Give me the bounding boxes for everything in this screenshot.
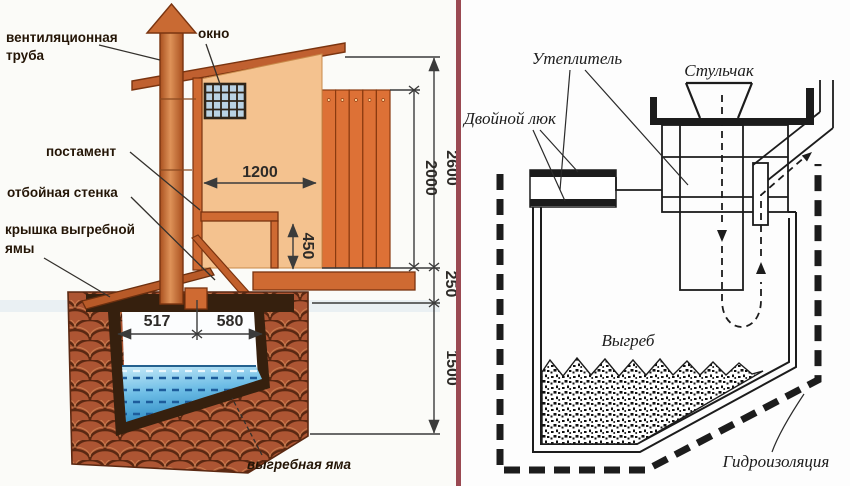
airflow-arrows: [717, 152, 812, 274]
pedestal: [200, 211, 279, 269]
arrow-down-icon: [717, 230, 727, 242]
leader-lines: [43, 43, 263, 456]
double-hatch: [529, 169, 617, 208]
dim-250: 250: [442, 271, 456, 298]
dim-2600: 2600: [443, 150, 456, 186]
label-pit-cover-2: ямы: [5, 241, 34, 256]
window: [203, 82, 247, 120]
arrow-up-icon: [756, 262, 766, 274]
dim-580: 580: [217, 313, 244, 330]
dim-517: 517: [144, 313, 171, 330]
rear-wall-planks: [321, 89, 391, 269]
dim-1200: 1200: [242, 164, 278, 181]
label-double-hatch: Двойной люк: [462, 109, 557, 128]
floor-band: [252, 271, 416, 291]
label-cesspool-pit: выгребная яма: [247, 457, 351, 472]
waterproofing-border: [496, 164, 822, 474]
dim-1500: 1500: [443, 350, 456, 386]
pane-divider: [456, 0, 461, 486]
dimensions: [117, 56, 440, 435]
corner-post: [192, 77, 203, 271]
ventilation-pipe: [145, 2, 198, 305]
vent-duct: [752, 80, 834, 226]
outhouse-section-svg: 1200 450 517 580 2600 2000 250 1500 вент…: [0, 2, 456, 474]
dim-450: 450: [299, 233, 316, 260]
label-cesspool: Выгреб: [602, 331, 655, 350]
hatch-lid-top: [530, 170, 616, 177]
label-toilet-seat: Стульчак: [684, 61, 755, 80]
dim-2000: 2000: [422, 160, 439, 196]
pipe-arrow-cap: [145, 2, 198, 34]
label-vent-pipe: вентиляционная: [6, 30, 118, 45]
label-waterproofing: Гидроизоляция: [722, 452, 830, 471]
plank-nails: [327, 98, 385, 102]
label-pedestal: постамент: [46, 144, 116, 159]
label-window: окно: [198, 26, 229, 41]
sludge: [541, 356, 764, 445]
arrow-out-icon: [801, 152, 812, 162]
pipe-footing: [184, 287, 208, 310]
hatch-ledge: [615, 177, 662, 191]
airflow-dashes: [721, 95, 807, 328]
seat-funnel: [684, 81, 754, 119]
right-leader-lines: [532, 69, 805, 453]
seat-platform: [650, 88, 814, 125]
label-vent-pipe-2: труба: [6, 48, 45, 63]
outhouse-section-pane: 1200 450 517 580 2600 2000 250 1500 вент…: [0, 2, 456, 474]
cesspool-schematic-pane: Утеплитель Стульчак Двойной люк Выгреб Г…: [461, 0, 850, 486]
hatch-lid-bottom: [530, 199, 616, 206]
cesspool-schematic-svg: Утеплитель Стульчак Двойной люк Выгреб Г…: [461, 0, 850, 486]
label-pit-cover: крышка выгребной: [5, 222, 135, 237]
label-insulation: Утеплитель: [532, 49, 622, 68]
label-baffle-wall: отбойная стенка: [7, 185, 118, 200]
